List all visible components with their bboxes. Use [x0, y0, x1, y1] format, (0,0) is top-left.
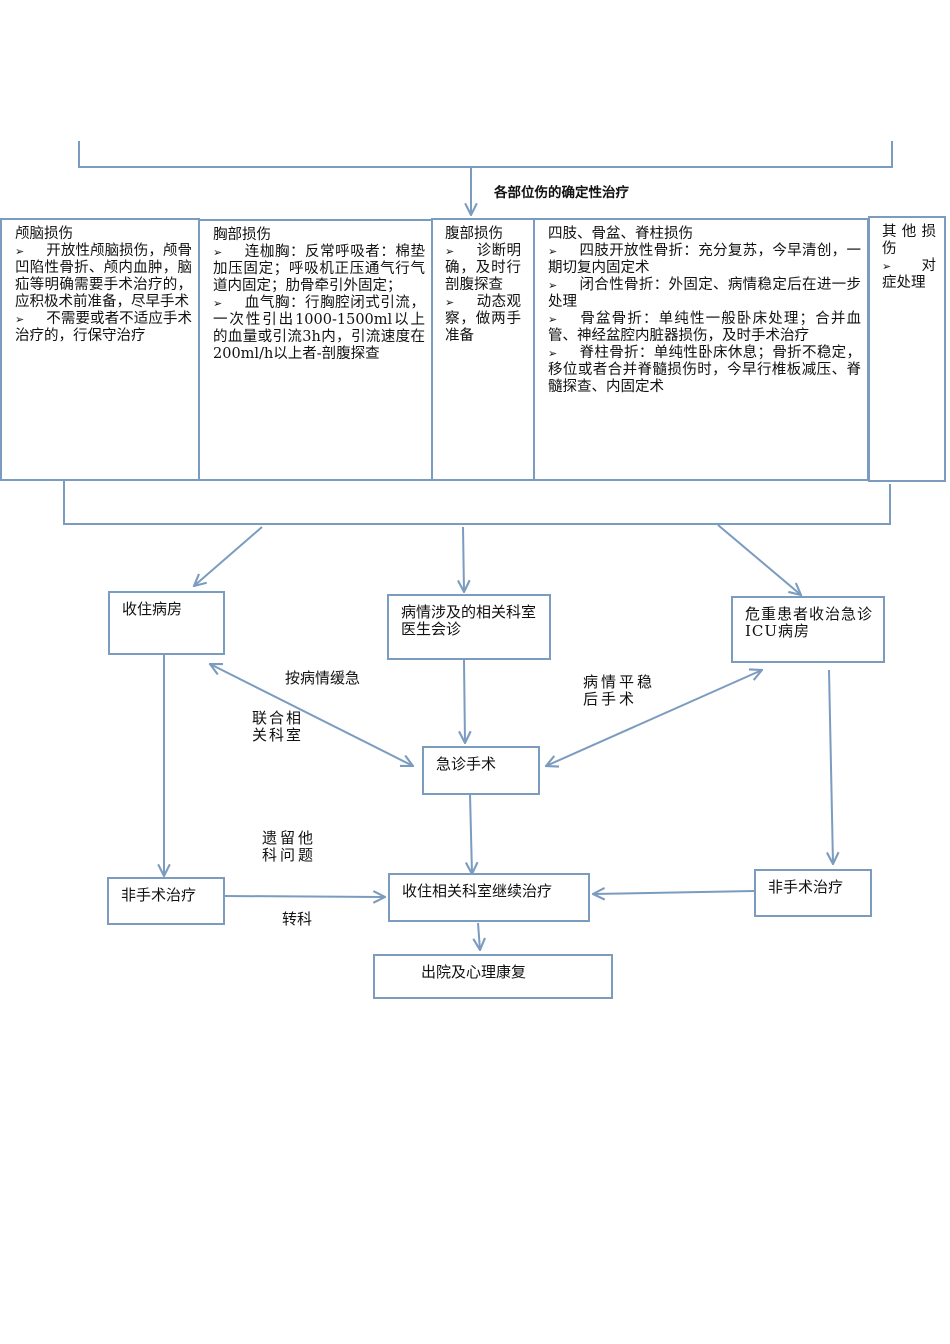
label-other-dept-issues: 遗留他科问题 — [262, 829, 317, 864]
definitive-treatment-title: 各部位伤的确定性治疗 — [494, 185, 629, 201]
column-item: 开放性颅脑损伤，颅骨凹陷性骨折、颅内血肿，脑疝等明确需要手术治疗的，应积极术前准… — [15, 243, 192, 311]
column-item: 对症处理 — [882, 258, 936, 292]
non-surgical-right-box: 非手术治疗 — [754, 869, 872, 917]
top-bracket — [78, 141, 893, 168]
column-item: 闭合性骨折：外固定、病情稳定后在进一步处理 — [548, 277, 861, 311]
column-heading: 四肢、骨盆、脊柱损伤 — [548, 226, 693, 242]
continue-treatment-box: 收住相关科室继续治疗 — [388, 873, 590, 922]
emergency-surgery-box: 急诊手术 — [422, 746, 540, 795]
arrow-ward-surgery — [210, 664, 413, 766]
consult-box: 病情涉及的相关科室医生会诊 — [387, 594, 551, 660]
bottom-bracket — [63, 481, 891, 525]
arrow-nonsurgical-right-continue — [593, 891, 755, 894]
arrow-icu-surgery — [546, 670, 762, 766]
column-abdomen: 腹部损伤 诊断明确，及时行剖腹探查 动态观察，做两手准备 — [431, 218, 535, 481]
column-heading: 腹部损伤 — [445, 226, 503, 242]
column-item: 脊柱骨折：单纯性卧床休息；骨折不稳定，移位或者合并脊髓损伤时，今早行椎板减压、脊… — [548, 345, 861, 396]
icu-box: 危重患者收治急诊ICU病房 — [731, 596, 885, 663]
label-joint-departments: 联合相关科室 — [252, 709, 304, 744]
column-item: 动态观察，做两手准备 — [445, 294, 521, 345]
column-item: 骨盆骨折：单纯性一般卧床处理；合并血管、神经盆腔内脏器损伤，及时手术治疗 — [548, 311, 861, 345]
column-chest: 胸部损伤 连枷胸：反常呼吸者：棉垫加压固定；呼吸机正压通气行气道内固定；肋骨牵引… — [198, 219, 433, 481]
column-item: 四肢开放性骨折：充分复苏，今早清创，一期切复内固定术 — [548, 243, 861, 277]
label-by-severity: 按病情缓急 — [285, 669, 361, 687]
arrow-to-consult — [463, 526, 464, 592]
column-heading: 颅脑损伤 — [15, 226, 73, 242]
arrow-continue-discharge — [478, 922, 480, 950]
discharge-box: 出院及心理康复 — [373, 954, 613, 999]
column-craniocerebral: 颅脑损伤 开放性颅脑损伤，颅骨凹陷性骨折、颅内血肿，脑疝等明确需要手术治疗的，应… — [0, 218, 200, 481]
non-surgical-left-box: 非手术治疗 — [107, 877, 225, 925]
column-other: 其他损伤 对症处理 — [868, 216, 946, 482]
column-item: 不需要或者不适应手术治疗的，行保守治疗 — [15, 311, 192, 345]
arrow-consult-surgery — [464, 659, 465, 743]
arrow-to-ward — [194, 526, 263, 586]
column-item: 连枷胸：反常呼吸者：棉垫加压固定；呼吸机正压通气行气道内固定；肋骨牵引外固定； — [213, 244, 425, 295]
arrow-icu-nonsurgical — [829, 669, 833, 864]
column-heading: 胸部损伤 — [213, 227, 271, 243]
arrow-nonsurgical-left-continue — [223, 896, 385, 897]
arrow-surgery-continue — [470, 793, 472, 874]
column-item: 诊断明确，及时行剖腹探查 — [445, 243, 521, 294]
arrow-to-icu — [717, 524, 801, 595]
column-item: 血气胸：行胸腔闭式引流，一次性引出1000-1500ml以上的血量或引流3h内，… — [213, 295, 425, 363]
label-transfer: 转科 — [282, 910, 313, 928]
label-stable-then-surgery: 病情平稳后手术 — [583, 673, 656, 708]
ward-box: 收住病房 — [108, 591, 225, 655]
column-heading: 其他损伤 — [882, 224, 936, 257]
column-limbs-pelvis-spine: 四肢、骨盆、脊柱损伤 四肢开放性骨折：充分复苏，今早清创，一期切复内固定术 闭合… — [533, 218, 869, 481]
